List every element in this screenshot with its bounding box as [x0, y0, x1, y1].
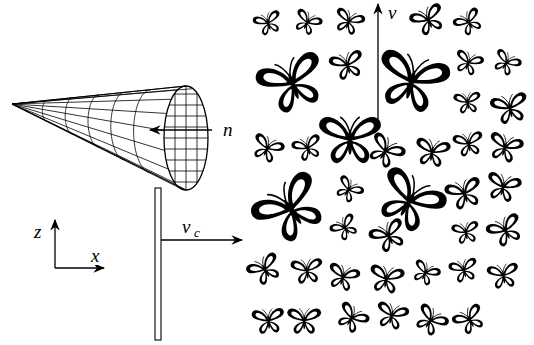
- velocity-arrow: [161, 239, 242, 240]
- axis-label: z: [33, 222, 42, 241]
- normal-arrow: [150, 129, 212, 130]
- butterfly-net: [12, 86, 208, 340]
- x-axis: [55, 267, 104, 268]
- velocity-arrow: [377, 4, 378, 130]
- vector-label: v: [387, 3, 397, 22]
- vector-label: v: [181, 217, 191, 236]
- axis-label: x: [90, 246, 100, 265]
- z-axis: [54, 220, 55, 268]
- vector-label: n: [222, 120, 234, 139]
- butterflies: [245, 2, 532, 340]
- subscript-label: c: [193, 226, 201, 239]
